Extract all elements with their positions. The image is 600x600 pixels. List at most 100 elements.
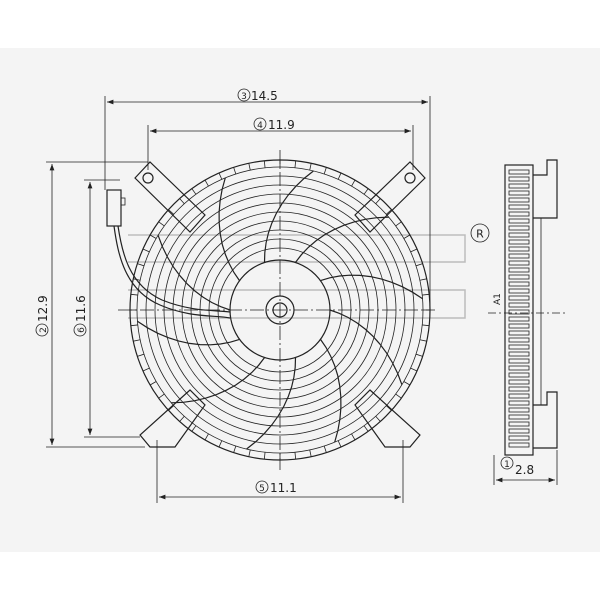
shroud-rib [218,440,223,448]
shroud-rib [395,393,402,399]
shroud-ring [163,193,397,427]
shroud-rib [386,405,392,411]
shroud-rib [410,248,418,253]
side-view-fin [508,281,530,287]
shroud-rib [130,324,138,327]
shroud-rib [337,440,342,448]
side-view-fin [508,204,530,210]
fan-shroud [118,150,435,470]
shroud-rib [363,188,369,195]
shroud-rib [248,163,251,171]
shroud-rib [142,367,150,372]
side-view-fin [508,330,530,336]
side-view-fin [508,288,530,294]
side-view-fin [508,302,530,308]
dimension-2-marker: 2 [39,327,49,333]
shroud-rib [403,381,411,386]
shroud-rib [422,324,430,327]
dimension-5: 5 11.1 [156,440,404,503]
mounting-brackets [134,161,426,448]
shroud-rib [149,234,157,239]
side-view-fin [508,428,530,434]
shroud-rib [415,263,423,267]
dimension-1-value: 2.8 [515,463,534,477]
side-view-fin [508,218,530,224]
side-view-fin [508,260,530,266]
shroud-rib [323,167,327,175]
side-view-fin [508,372,530,378]
side-view-fin [508,323,530,329]
side-view-fin [508,295,530,301]
side-view-fin [508,358,530,364]
side-view-fin [508,232,530,238]
shroud-rib [422,293,430,296]
shroud-rib [248,449,251,457]
shroud-rib [386,209,392,215]
side-view-fin [508,197,530,203]
dimension-3-value: 14.5 [251,89,278,103]
shroud-rib [375,416,381,422]
shroud-rib [351,179,356,187]
side-view-fin [508,239,530,245]
side-view-fin [508,442,530,448]
shroud-rib [137,353,145,357]
shroud-rib [142,248,150,253]
bracket-bottom-left [139,389,206,448]
shroud-rib [130,293,138,296]
shroud-rib [233,167,237,175]
shroud-spoke [320,274,423,300]
dimension-1: 1 2.8 [493,450,558,485]
shroud-rib [137,263,145,267]
side-view-fin [508,344,530,350]
shroud-rib [309,449,312,457]
registered-mark-text: R [476,228,484,241]
shroud-rib [337,172,342,180]
shroud-rib [204,179,209,187]
shroud-rib [204,433,209,441]
bracket-top-left [134,161,206,233]
shroud-rib [158,393,165,399]
side-view-fin [508,414,530,420]
dimension-5-marker: 5 [259,484,265,494]
shroud-rib [419,278,427,281]
shroud-spoke [295,216,389,263]
side-view-fin [508,393,530,399]
shroud-rib [323,445,327,453]
shroud-rib [403,234,411,239]
shroud-rib [351,433,356,441]
side-view-fin [508,211,530,217]
shroud-rib [168,209,174,215]
dimension-1-marker: 1 [504,460,510,470]
bracket-bottom-right [354,389,421,448]
shroud-rib [233,445,237,453]
side-view-fin [508,253,530,259]
bracket-hole-icon [404,172,416,184]
shroud-spoke [329,309,403,385]
side-view-fin [508,351,530,357]
shroud-rib [363,425,369,432]
side-view-fin [508,407,530,413]
side-view-fin [508,316,530,322]
bracket-top-right [354,161,426,233]
side-view-fin [508,225,530,231]
side-view-fin [508,421,530,427]
dimension-6-marker: 6 [77,327,87,333]
shroud-rib [158,221,165,227]
shroud-spoke [246,357,297,450]
shroud-rib [395,221,402,227]
side-view-fin [508,309,530,315]
shroud-spoke [171,357,265,404]
side-view-fin [508,267,530,273]
dimension-3: 3 14.5 [104,88,431,310]
shroud-spoke [320,339,342,443]
wire-connector [106,189,231,319]
shroud-rib [410,367,418,372]
shroud-ring [145,175,415,445]
side-view-fin [508,176,530,182]
shroud-rib [191,188,197,195]
shroud-rib [309,163,312,171]
shroud-rib [149,381,157,386]
shroud-spoke [157,235,231,311]
side-view-label: A1 [493,293,503,305]
